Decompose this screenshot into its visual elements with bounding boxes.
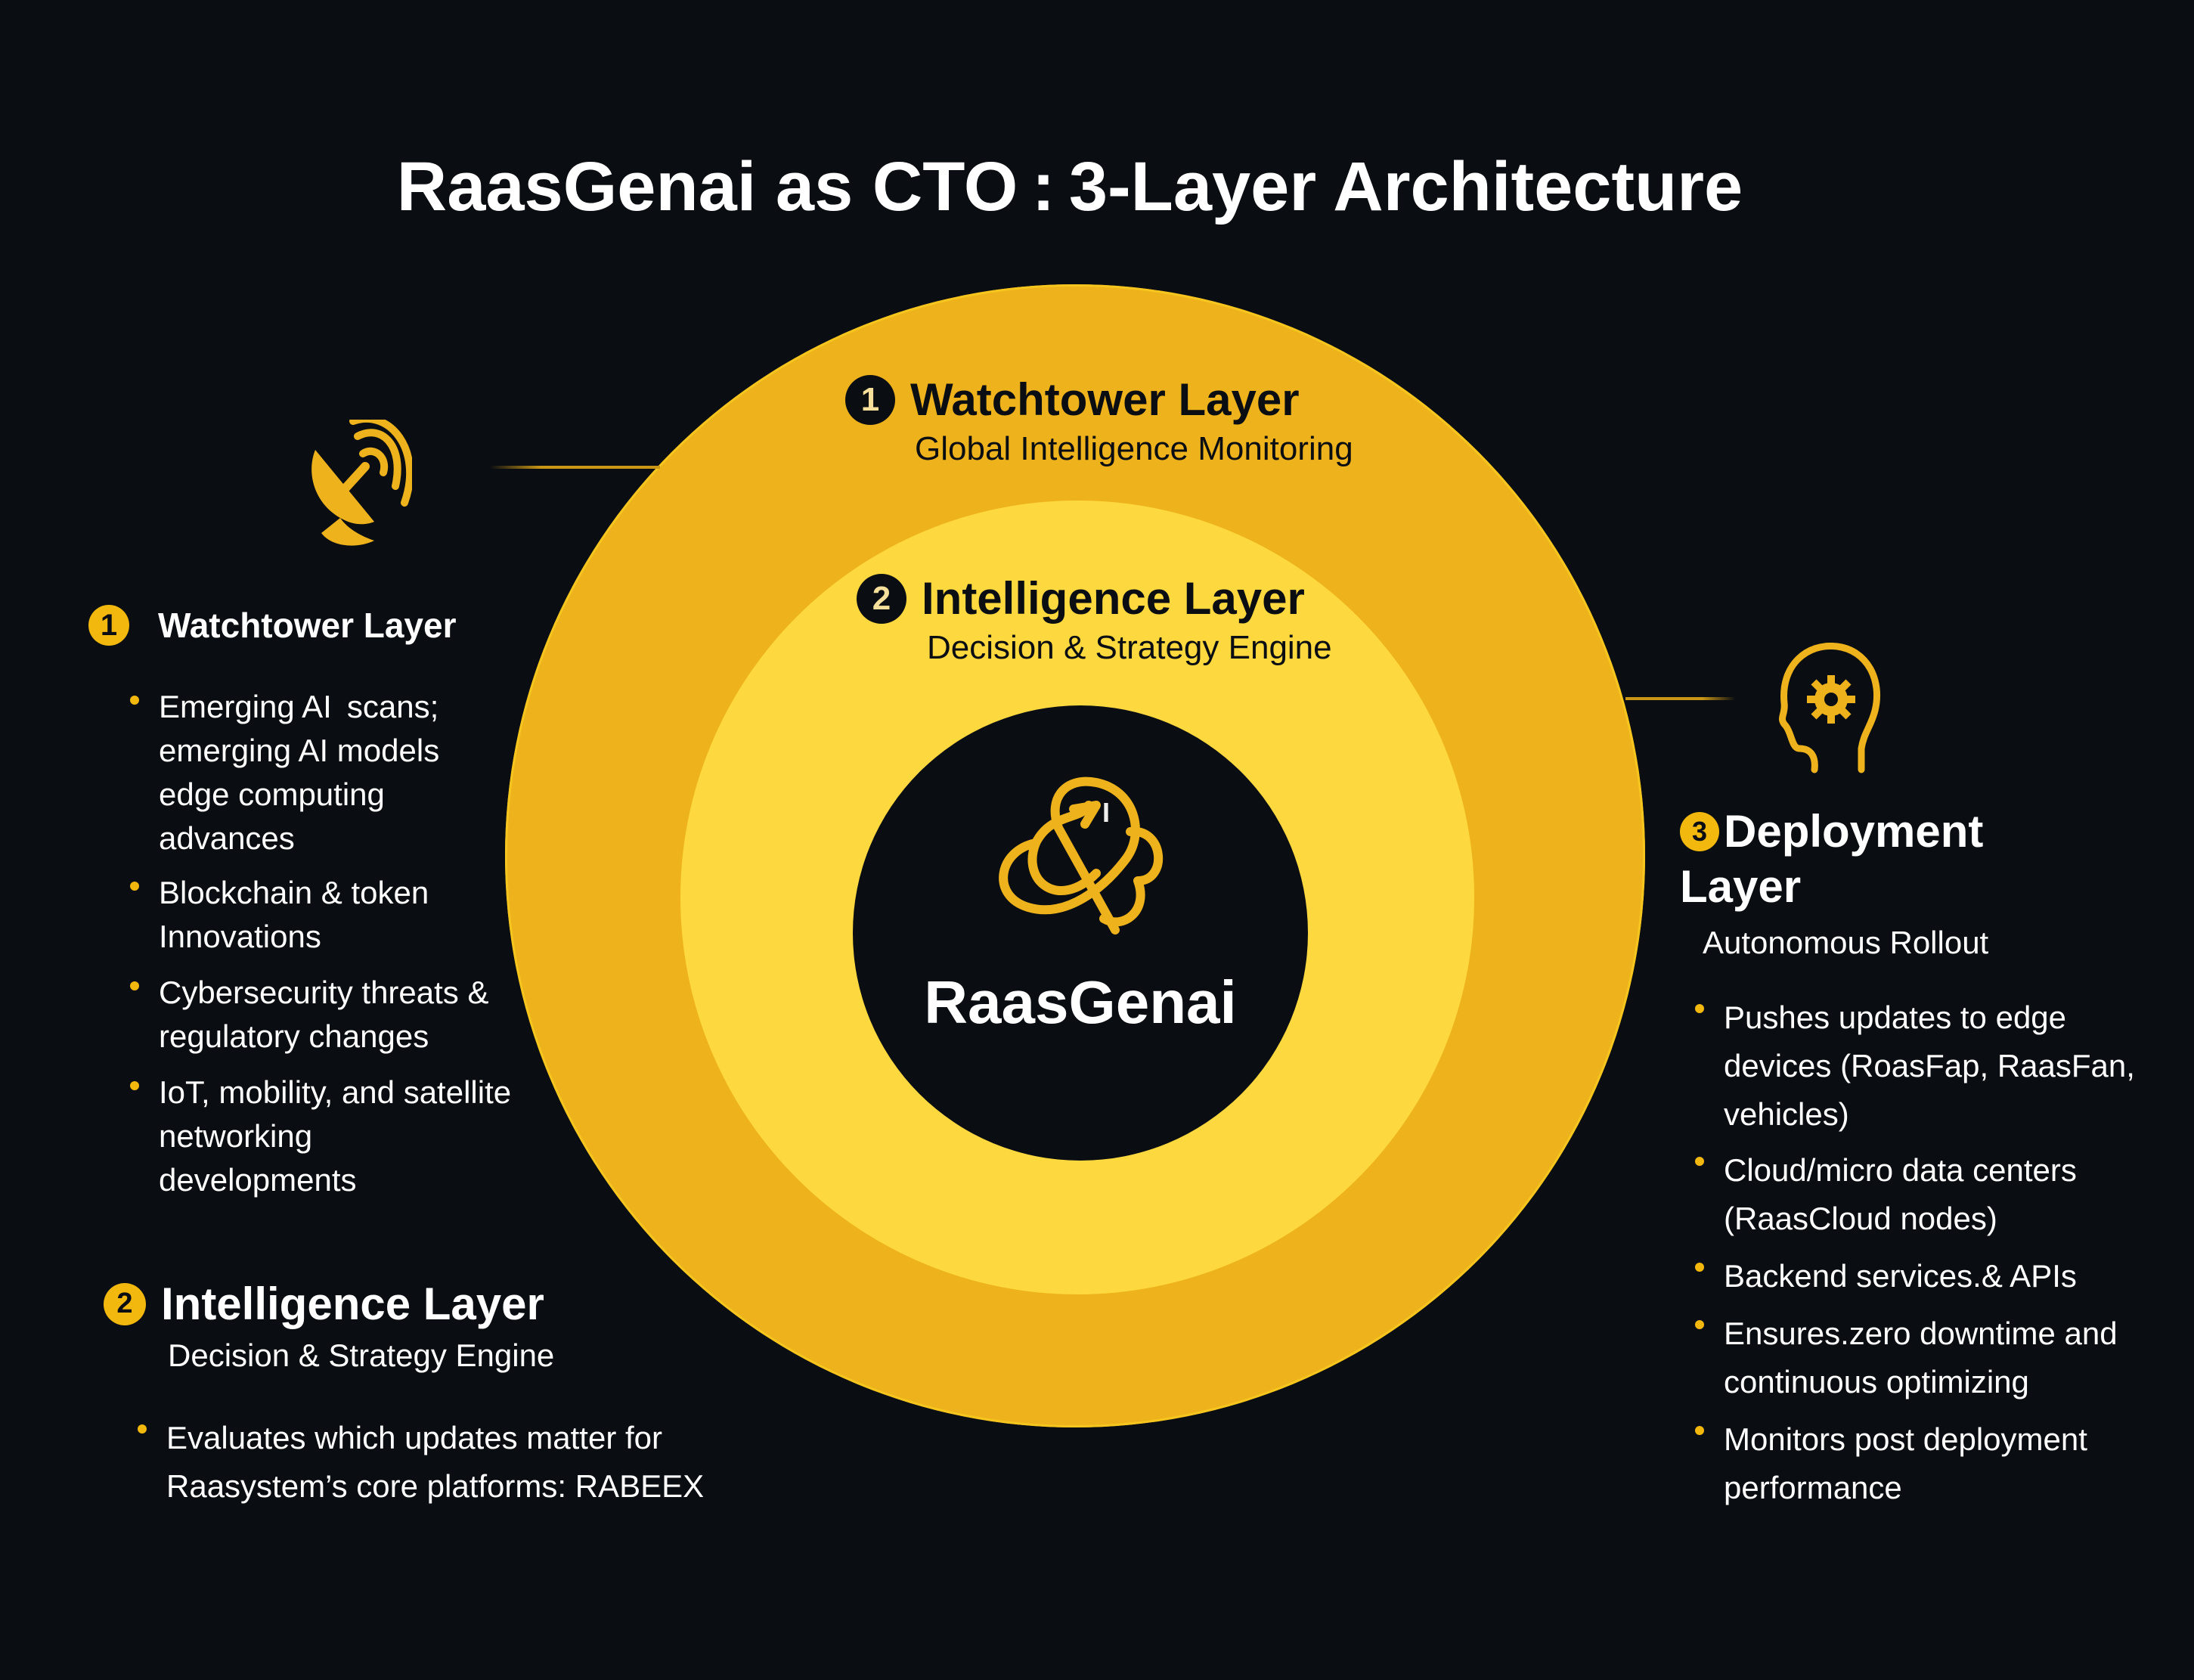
outer-ring-label: 1 Watchtower Layer Global Intelligence M… [845,374,1353,468]
list-item: Backend services.& APIs [1695,1252,2147,1300]
connector-line-left [490,466,660,469]
right-deployment-title-line2: Layer [1680,861,1802,912]
bullet-dot-icon [130,981,139,990]
bullet-dot-icon [130,696,139,705]
right-deployment-heading: 3 Deployment [1680,805,1988,857]
list-item: Blockchain & token Innovations [130,871,514,959]
svg-text:I: I [1102,797,1110,828]
middle-ring-heading: 2 Intelligence Layer [857,572,1332,625]
core-label: RaasGenai [924,969,1237,1036]
left-intelligence-bullets: Evaluates which updates matter for Raasy… [138,1414,756,1511]
left-watchtower-bullets: Emerging AI scans; emerging AI models ed… [130,685,514,1202]
right-deployment-section: 3 Deployment Layer Autonomous Rollout [1680,805,1988,961]
left-intelligence-heading: 2 Intelligence Layer [104,1278,554,1330]
middle-ring-subtitle: Decision & Strategy Engine [927,629,1332,666]
bullet-dot-icon [138,1424,147,1434]
layer-number-badge: 1 [88,605,129,646]
left-watchtower-title: Watchtower Layer [158,606,457,645]
bullet-dot-icon [1695,1263,1704,1272]
bullet-dot-icon [1695,1426,1704,1435]
left-watchtower-heading: 1 Watchtower Layer [88,605,457,646]
list-item: IoT, mobility, and satellite networking … [130,1071,514,1202]
list-item: Monitors post deployment performance [1695,1415,2147,1512]
list-item: Cloud/micro data centers (RaasCloud node… [1695,1146,2147,1243]
layer-number-badge: 1 [845,374,895,425]
connector-line-right [1625,697,1735,700]
layer-number-badge: 2 [104,1282,146,1325]
layer-number-badge: 2 [857,573,906,624]
middle-ring-title: Intelligence Layer [922,573,1305,624]
bullet-dot-icon [1695,1320,1704,1329]
list-item: Cybersecurity threats & regulatory chang… [130,971,514,1059]
bullet-dot-icon [130,1081,139,1090]
middle-ring-label: 2 Intelligence Layer Decision & Strategy… [857,572,1332,667]
left-watchtower-section: 1 Watchtower Layer [88,605,457,646]
left-intelligence-section: 2 Intelligence Layer Decision & Strategy… [104,1278,554,1374]
list-item: Ensures.zero downtime and continuous opt… [1695,1310,2147,1406]
raasgenai-knot-logo-icon: I [983,767,1172,949]
outer-ring-heading: 1 Watchtower Layer [845,374,1353,426]
bullet-dot-icon [1695,1004,1704,1013]
list-item: Evaluates which updates matter for Raasy… [138,1414,756,1511]
list-item: Emerging AI scans; emerging AI models ed… [130,685,514,860]
bullet-dot-icon [1695,1157,1704,1166]
list-item: Pushes updates to edge devices (RoasFap,… [1695,993,2147,1139]
outer-ring-subtitle: Global Intelligence Monitoring [915,430,1353,467]
page-title: RaasGenai as CTO : 3-Layer Architecture [396,148,1743,225]
left-intelligence-title: Intelligence Layer [161,1279,544,1329]
bullet-dot-icon [130,882,139,891]
right-deployment-bullets: Pushes updates to edge devices (RoasFap,… [1695,993,2147,1512]
right-deployment-title-line1: Deployment [1724,806,1984,857]
left-intelligence-subtitle: Decision & Strategy Engine [168,1337,555,1373]
head-gear-icon [1769,642,1883,779]
outer-ring-title: Watchtower Layer [910,374,1300,425]
right-deployment-subtitle: Autonomous Rollout [1703,925,1989,960]
satellite-dish-icon [299,414,414,556]
layer-number-badge: 3 [1680,811,1719,851]
